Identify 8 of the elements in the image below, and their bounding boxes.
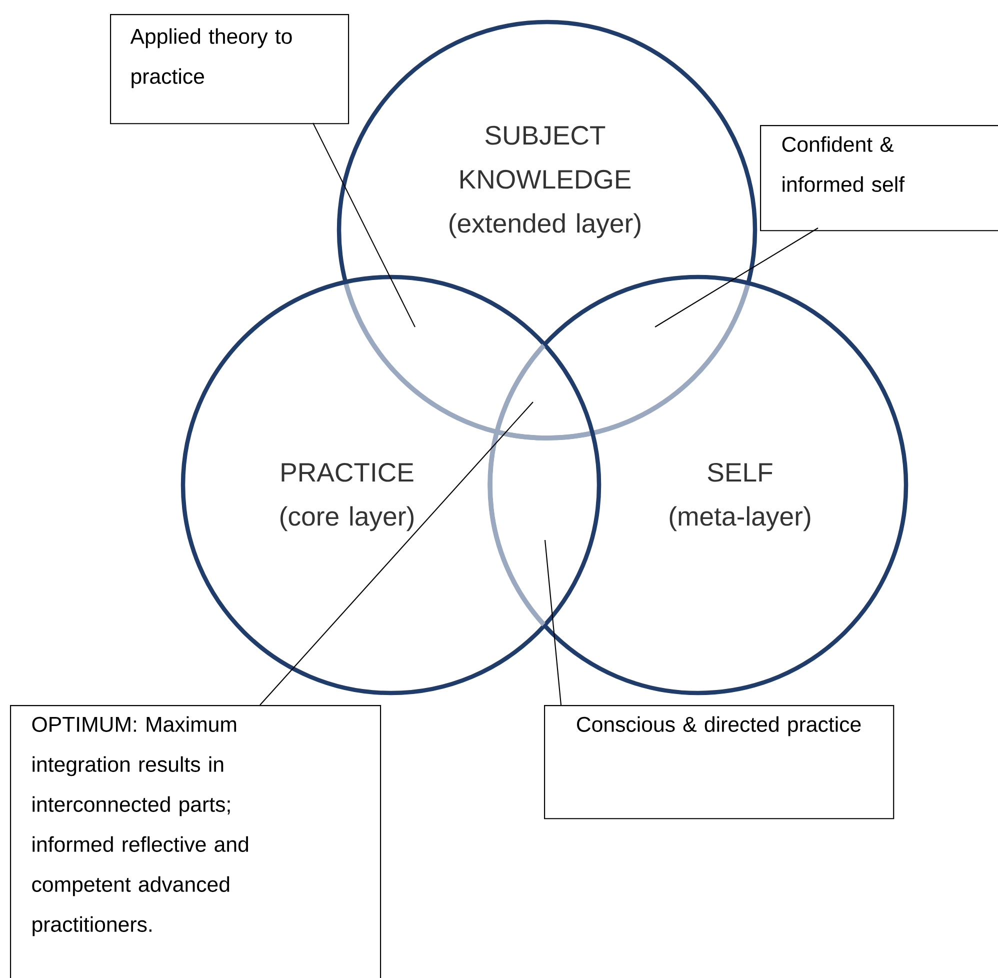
leader-line [312,122,416,328]
leader-line [654,228,818,328]
callout-box: Conscious & directed practice [544,705,894,820]
callout-box: OPTIMUM: Maximum integration results in interconnected parts; informed reflective and competent advanced practitioners. [10,705,382,978]
leader-line [260,402,534,706]
callout-box: Confident & informed self [760,125,998,232]
leader-line [544,540,562,706]
callout-box: Applied theory to practice [110,14,350,124]
